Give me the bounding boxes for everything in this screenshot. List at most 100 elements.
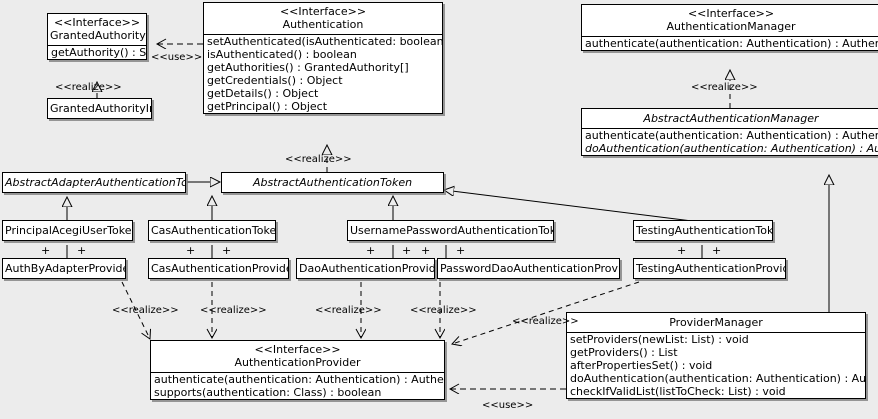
compartment-divider — [582, 128, 878, 129]
class-header: AbstractAuthenticationManager — [582, 109, 878, 128]
label-realize-authbyadapter: <<realize>> — [112, 305, 179, 316]
operation-row: getDetails() : Object — [207, 87, 319, 100]
assoc-marker-cas-left: + — [186, 244, 196, 257]
class-abstract-authentication-token[interactable]: AbstractAuthenticationToken — [221, 172, 444, 193]
class-testing-authentication-provider[interactable]: TestingAuthenticationProvider — [633, 258, 786, 279]
class-header: <<Interface>> AuthenticationProvider — [151, 341, 444, 372]
assoc-marker-upw-a: + — [366, 244, 376, 257]
class-name: PasswordDaoAuthenticationProvider — [440, 262, 620, 275]
class-header: <<Interface>> AuthenticationManager — [582, 5, 878, 36]
operation-row: supports(authentication: Class) : boolea… — [154, 386, 382, 399]
label-realize-grantedauthorityimpl: <<realize>> — [55, 82, 122, 93]
stereotype-label: <<Interface>> — [687, 7, 775, 20]
operations-compartment: setAuthenticated(isAuthenticated: boolea… — [204, 35, 442, 113]
class-header: AbstractAdapterAuthenticationToken — [3, 173, 185, 192]
class-header: AuthByAdapterProvider — [3, 259, 125, 278]
operation-row: checkIfValidList(listToCheck: List) : vo… — [570, 385, 786, 398]
class-name: AuthenticationManager — [666, 20, 796, 33]
class-name: AbstractAuthenticationToken — [252, 176, 413, 189]
class-name: TestingAuthenticationToken — [636, 224, 773, 237]
class-granted-authority-impl[interactable]: GrantedAuthorityImpl — [47, 98, 152, 119]
class-header: TestingAuthenticationProvider — [634, 259, 785, 278]
class-username-password-authentication-token[interactable]: UsernamePasswordAuthenticationToken — [347, 220, 554, 241]
assoc-marker-principal-right: + — [77, 244, 87, 257]
operation-row: setAuthenticated(isAuthenticated: boolea… — [207, 35, 443, 48]
class-name: AbstractAuthenticationManager — [643, 112, 819, 125]
class-header: PasswordDaoAuthenticationProvider — [438, 259, 619, 278]
class-header: CasAuthenticationToken — [149, 221, 275, 240]
operation-row: doAuthentication(authentication: Authent… — [570, 372, 866, 385]
operations-compartment: setProviders(newList: List) : void getPr… — [567, 333, 865, 398]
class-name: TestingAuthenticationProvider — [636, 262, 786, 275]
label-realize-abstractauthenticationtoken: <<realize>> — [285, 154, 352, 165]
class-name: ProviderManager — [669, 316, 763, 329]
class-header: <<Interface>> GrantedAuthority — [48, 14, 146, 45]
compartment-divider — [204, 34, 442, 35]
operation-row: getAuthority() : String — [51, 46, 147, 59]
operation-row: getProviders() : List — [570, 346, 678, 359]
stereotype-label: <<Interface>> — [279, 5, 367, 18]
class-authentication[interactable]: <<Interface>> Authentication setAuthenti… — [203, 2, 443, 114]
class-header: DaoAuthenticationProvider — [297, 259, 434, 278]
class-name: GrantedAuthorityImpl — [50, 102, 151, 115]
operation-row: isAuthenticated() : boolean — [207, 48, 357, 61]
class-name: CasAuthenticationProvider — [151, 262, 289, 275]
assoc-marker-testing-right: + — [712, 244, 722, 257]
operation-row: authenticate(authentication: Authenticat… — [585, 37, 878, 50]
class-authentication-manager[interactable]: <<Interface>> AuthenticationManager auth… — [581, 4, 878, 51]
class-abstract-adapter-authentication-token[interactable]: AbstractAdapterAuthenticationToken — [2, 172, 186, 193]
class-provider-manager[interactable]: ProviderManager setProviders(newList: Li… — [566, 312, 866, 399]
label-use-providermanager: <<use>> — [482, 400, 534, 411]
stereotype-label: <<Interface>> — [53, 16, 141, 29]
class-header: UsernamePasswordAuthenticationToken — [348, 221, 553, 240]
class-testing-authentication-token[interactable]: TestingAuthenticationToken — [633, 220, 773, 241]
operation-row: afterPropertiesSet() : void — [570, 359, 713, 372]
class-cas-authentication-token[interactable]: CasAuthenticationToken — [148, 220, 276, 241]
assoc-marker-upw-c: + — [421, 244, 431, 257]
label-realize-cas: <<realize>> — [200, 305, 267, 316]
assoc-marker-principal-left: + — [41, 244, 51, 257]
operation-row: authenticate(authentication: Authenticat… — [585, 129, 878, 142]
class-dao-authentication-provider[interactable]: DaoAuthenticationProvider — [296, 258, 435, 279]
class-header: CasAuthenticationProvider — [149, 259, 288, 278]
class-granted-authority[interactable]: <<Interface>> GrantedAuthority getAuthor… — [47, 13, 147, 60]
assoc-marker-testing-left: + — [677, 244, 687, 257]
compartment-divider — [567, 332, 865, 333]
class-header: ProviderManager — [567, 313, 865, 332]
class-header: AbstractAuthenticationToken — [222, 173, 443, 192]
class-name: CasAuthenticationToken — [151, 224, 276, 237]
class-auth-by-adapter-provider[interactable]: AuthByAdapterProvider — [2, 258, 126, 279]
operation-row: getCredentials() : Object — [207, 74, 343, 87]
assoc-marker-upw-b: + — [402, 244, 412, 257]
operations-compartment: authenticate(authentication: Authenticat… — [582, 129, 878, 155]
operations-compartment: getAuthority() : String — [48, 46, 146, 59]
class-name: AuthenticationProvider — [234, 356, 361, 369]
assoc-marker-cas-right: + — [222, 244, 232, 257]
class-password-dao-authentication-provider[interactable]: PasswordDaoAuthenticationProvider — [437, 258, 620, 279]
class-name: PrincipalAcegiUserToken — [5, 224, 133, 237]
operation-row: setProviders(newList: List) : void — [570, 333, 749, 346]
operations-compartment: authenticate(authentication: Authenticat… — [582, 37, 878, 50]
class-name: AuthByAdapterProvider — [5, 262, 126, 275]
class-header: PrincipalAcegiUserToken — [3, 221, 132, 240]
operation-row: doAuthentication(authentication: Authent… — [585, 142, 878, 155]
class-header: <<Interface>> Authentication — [204, 3, 442, 34]
class-header: TestingAuthenticationToken — [634, 221, 772, 240]
class-abstract-authentication-manager[interactable]: AbstractAuthenticationManager authentica… — [581, 108, 878, 156]
class-cas-authentication-provider[interactable]: CasAuthenticationProvider — [148, 258, 289, 279]
class-name: AbstractAdapterAuthenticationToken — [5, 176, 185, 189]
operations-compartment: authenticate(authentication: Authenticat… — [151, 373, 444, 399]
label-realize-passworddao: <<realize>> — [410, 305, 477, 316]
class-name: DaoAuthenticationProvider — [299, 262, 435, 275]
stereotype-label: <<Interface>> — [254, 343, 341, 356]
label-realize-abstractauthenticationmanager: <<realize>> — [691, 82, 758, 93]
class-name: GrantedAuthority — [50, 29, 146, 42]
class-principal-acegi-user-token[interactable]: PrincipalAcegiUserToken — [2, 220, 133, 241]
label-use-authentication-grantedauthority: <<use>> — [151, 52, 203, 63]
class-name: UsernamePasswordAuthenticationToken — [350, 224, 554, 237]
class-authentication-provider[interactable]: <<Interface>> AuthenticationProvider aut… — [150, 340, 445, 400]
class-header: GrantedAuthorityImpl — [48, 99, 151, 118]
class-name: Authentication — [282, 18, 364, 31]
operation-row: getAuthorities() : GrantedAuthority[] — [207, 61, 409, 74]
